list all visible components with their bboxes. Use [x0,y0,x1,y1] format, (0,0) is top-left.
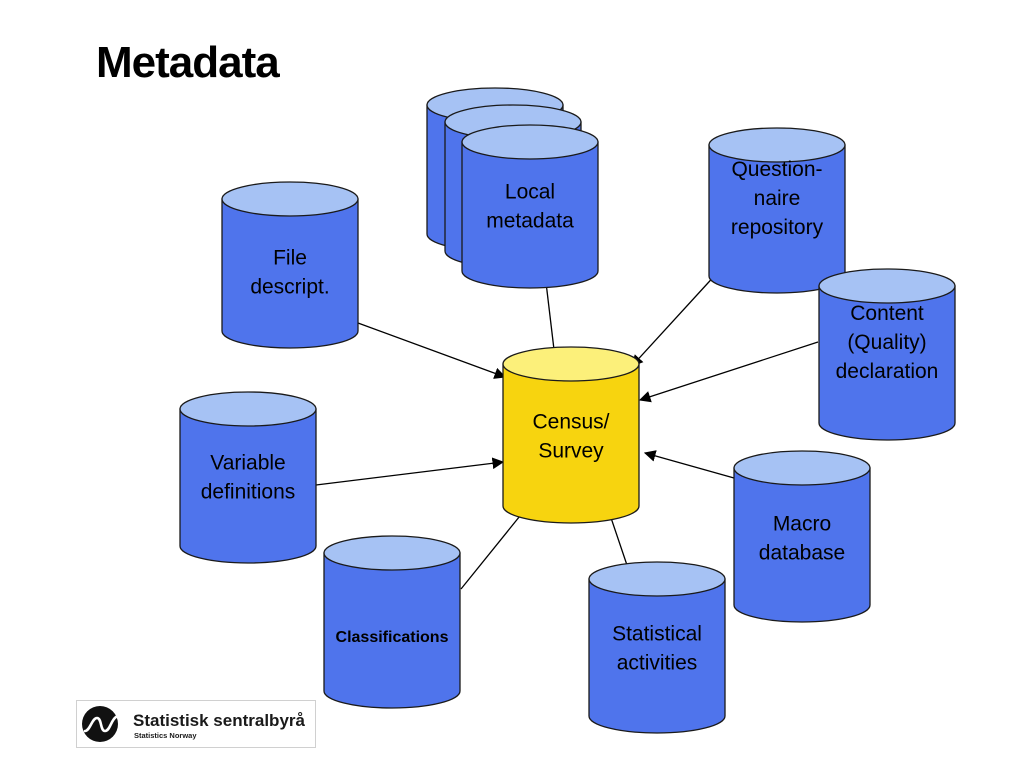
variable-definitions-label-line: definitions [201,481,296,504]
content-quality-declaration-top [818,268,956,304]
content-quality-declaration-label-line: declaration [836,360,939,383]
macro-database-cylinder: Macro database [733,450,871,623]
questionnaire-repository-label-line: repository [731,216,824,239]
connector-macro-database-to-census-survey [643,450,735,479]
connector-layer [315,271,819,590]
census-survey-top [502,346,640,382]
local-metadata-cylinder: Local metadata [426,87,599,289]
connector-content-quality-declaration-to-census-survey [638,341,819,403]
variable-definitions-cylinder: Variable definitions [179,391,317,564]
questionnaire-repository-cylinder: Question-naire repository [708,127,846,294]
classifications-label-line: Classifications [336,629,449,646]
ssb-wave-logo-icon [82,706,118,742]
statistical-activities-cylinder: Statistical activities [588,561,726,734]
logo-name: Statistisk sentralbyrå [133,711,305,730]
macro-database-label-line: Macro [773,513,831,536]
content-quality-declaration-label-line: (Quality) [847,331,926,354]
statistical-activities-body [588,578,726,734]
questionnaire-repository-label-line: naire [754,187,801,210]
cylinder-layer: LocalmetadataQuestion-nairerepositoryFil… [179,87,956,734]
file-description-cylinder: File descript. [221,181,359,349]
content-quality-declaration-body [818,285,956,441]
variable-definitions-body [179,408,317,564]
page-title: Metadata [96,38,280,87]
local-metadata-body [461,141,599,289]
connector-file-description-to-census-survey [357,322,507,379]
macro-database-top [733,450,871,486]
statistical-activities-top [588,561,726,597]
local-metadata-label-line: metadata [486,210,574,233]
census-survey-label-line: Survey [538,440,604,463]
content-quality-declaration-label-line: Content [850,302,924,325]
census-survey-cylinder: Census/Survey [502,346,640,524]
variable-definitions-label-line: Variable [210,452,286,475]
classifications-body [323,552,461,709]
logo-subtitle: Statistics Norway [134,731,197,740]
questionnaire-repository-top [708,127,846,163]
file-description-top [221,181,359,217]
file-description-label-line: descript. [250,276,329,299]
local-metadata-label-line: Local [505,181,555,204]
file-description-body [221,198,359,349]
classifications-cylinder: Classifications [323,535,461,709]
statistical-activities-label-line: Statistical [612,623,702,646]
local-metadata-top [461,124,599,160]
file-description-label-line: File [273,247,307,270]
census-survey-label-line: Census/ [532,411,609,434]
content-quality-declaration-cylinder: Content (Quality) declaration [818,268,956,441]
connector-classifications-to-census-survey [460,505,529,590]
ssb-logo: Statistisk sentralbyrå Statistics Norway [76,700,316,748]
census-survey-body [502,363,640,524]
variable-definitions-top [179,391,317,427]
statistical-activities-label-line: activities [617,652,698,675]
macro-database-label-line: database [759,542,845,565]
connector-variable-definitions-to-census-survey [315,457,505,486]
macro-database-body [733,467,871,623]
connector-questionnaire-repository-to-census-survey [631,271,719,367]
classifications-top [323,535,461,571]
questionnaire-repository-label-line: Question- [731,158,822,181]
